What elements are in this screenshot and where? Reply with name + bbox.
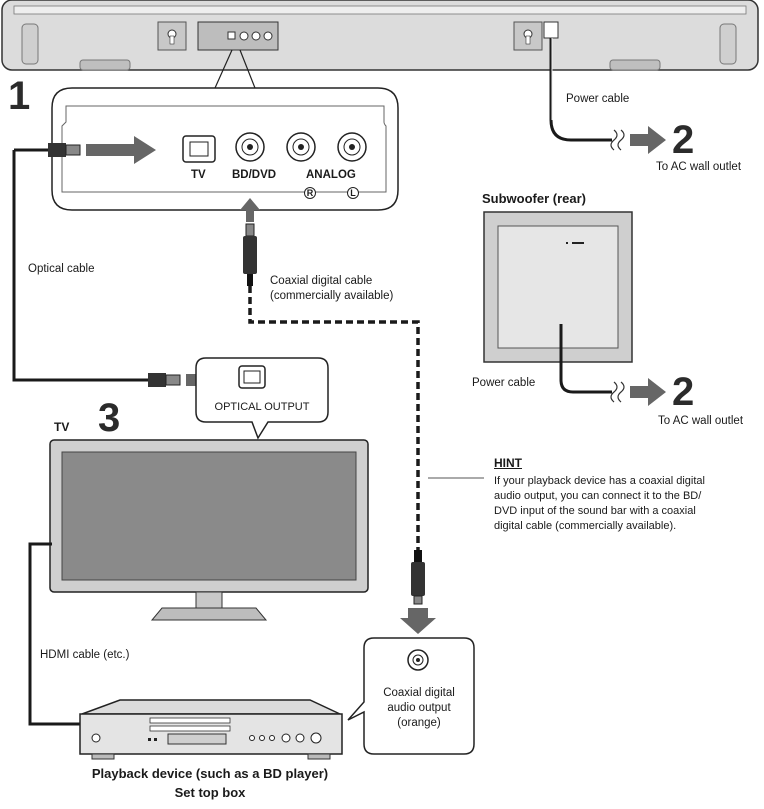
hdmi-cable-label: HDMI cable (etc.) [40,649,130,661]
optical-output-label: OPTICAL OUTPUT [214,401,310,413]
step-2-number-sub: 2 [672,370,695,414]
subwoofer-title: Subwoofer (rear) [482,191,587,206]
optical-output-callout [195,357,329,440]
outlet-top-label: To AC wall outlet [656,161,742,173]
panel-bd-dvd-label: BD/DVD [232,169,277,181]
coaxial-output-callout [347,637,475,755]
playback-device [79,699,343,760]
jack-panel [51,87,399,211]
sound-bar [1,0,759,71]
tv [49,439,369,621]
hint-line-1: If your playback device has a coaxial di… [494,475,705,487]
coaxial-cable-label-2: (commercially available) [270,290,394,302]
panel-left-label: L [350,188,356,198]
power-cable-top-label: Power cable [566,93,630,105]
tv-label: TV [54,420,70,434]
coaxial-cable-label-1: Coaxial digital cable [270,275,373,287]
panel-tv-label: TV [191,169,206,181]
coax-output-label-3: (orange) [397,717,441,729]
subwoofer [483,211,666,406]
power-cable-sub-label: Power cable [472,377,536,389]
outlet-sub-label: To AC wall outlet [658,415,744,427]
hint-line-4: digital cable (commercially available). [494,520,677,532]
step-1-number: 1 [8,74,31,118]
playback-caption-1: Playback device (such as a BD player) [91,766,329,781]
playback-caption-2: Set top box [174,785,246,800]
hint-line-2: audio output, you can connect it to the … [494,490,702,502]
coax-output-label-1: Coaxial digital [383,687,455,699]
step-3-number: 3 [98,396,121,440]
panel-right-label: R [306,188,314,198]
coax-output-label-2: audio output [387,702,451,714]
hint-line-3: DVD input of the sound bar with a coaxia… [494,505,696,517]
panel-analog-label: ANALOG [306,169,356,181]
hint-title: HINT [494,456,522,470]
step-2-number-top: 2 [672,118,695,162]
optical-cable-label: Optical cable [28,263,95,275]
